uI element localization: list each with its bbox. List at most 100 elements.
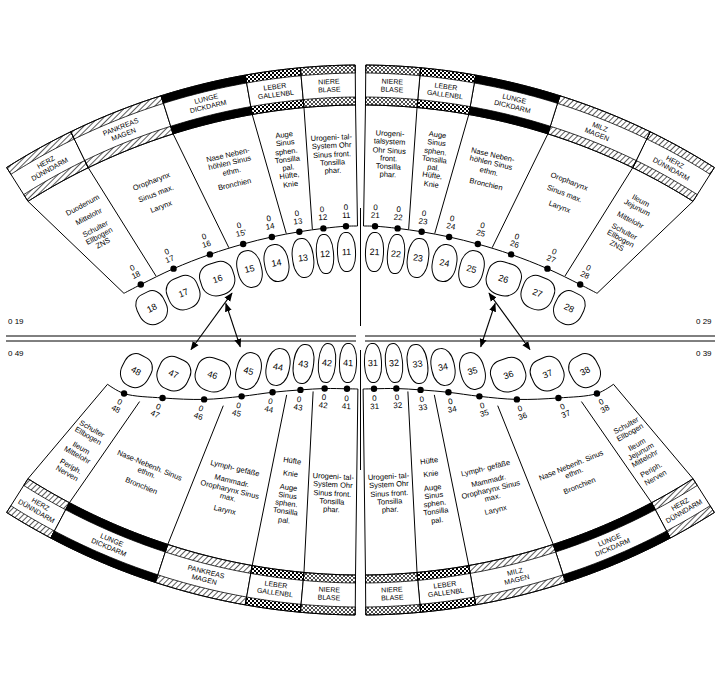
organ-name: MILZ MAGEN: [502, 565, 531, 586]
measuring-point-label: 0 45: [232, 401, 245, 419]
indication-sector: HüfteKnieAuge Sinus sphen. Tonsilla pal.: [269, 456, 306, 527]
tooth-number: 35: [467, 365, 479, 377]
tooth-number: 41: [343, 358, 353, 368]
tooth: 23: [405, 236, 432, 278]
tooth-number: 34: [437, 361, 449, 373]
tooth: 48: [115, 349, 158, 393]
organ-band-outline: [548, 96, 650, 168]
indication-sector: Auge Sinus sphen. Tonsilla pal. Hüfte, K…: [416, 129, 452, 190]
indication-sector: Urogeni- tal-System Ohr Sinus front. Ton…: [310, 133, 354, 176]
indication-text: Auge Sinus sphen. Tonsilla pal.: [418, 482, 452, 527]
indication-sector: OropharynxSinus max.Larynx: [522, 164, 608, 225]
band-strip: [303, 97, 355, 108]
organ-band-outline: [245, 68, 304, 115]
tooth: 41: [338, 343, 357, 384]
tooth: 45: [231, 350, 265, 393]
measuring-point: [594, 390, 600, 396]
band-strip: [245, 68, 301, 83]
tooth-number: 21: [369, 247, 379, 257]
measuring-point-label: 0 46: [193, 404, 207, 422]
measuring-point: [417, 387, 423, 393]
indication-text: Larynx: [464, 499, 528, 522]
measuring-point-label: 0 39: [696, 350, 712, 358]
tooth-number: 15: [243, 263, 255, 275]
sector-divider: [363, 389, 365, 575]
tooth-number: 26: [497, 273, 510, 286]
tooth-number: 28: [562, 301, 575, 314]
measuring-point-label: 0 31: [370, 395, 379, 411]
tooth-number: 36: [502, 368, 515, 381]
measuring-point-label: 0 47: [149, 402, 164, 420]
tooth-number: 43: [298, 358, 309, 369]
organ-band: NIERE BLASE: [304, 74, 353, 98]
band-strip: [420, 597, 476, 612]
measuring-point-label: 0 37: [557, 402, 572, 420]
indication-text: Nase Neben- höhlen Sinus ethm.: [197, 145, 264, 183]
indication-sector: OropharynxSinus max.Larynx: [113, 164, 199, 225]
measuring-point-label: 0 29: [696, 318, 712, 326]
indication-text: Lymph- gefäße: [203, 457, 267, 480]
organ-band: NIERE BLASE: [368, 74, 417, 98]
measuring-point: [121, 390, 127, 396]
measuring-point-label: 0 19: [8, 318, 24, 326]
organ-band-outline: [245, 566, 304, 613]
measuring-point: [446, 234, 452, 240]
band-strip: [365, 97, 417, 108]
tooth-number: 24: [439, 257, 451, 269]
measuring-point-label: 0 36: [515, 404, 529, 422]
measuring-point: [371, 386, 377, 392]
measuring-point: [138, 281, 144, 287]
correspondence-arrow: [226, 304, 240, 347]
measuring-point-label: 0 17: [161, 247, 175, 265]
indication-sector: Nase Nebenh. Sinus ethm.Bronchien: [531, 446, 621, 506]
measuring-point: [394, 225, 400, 231]
tooth: 44: [262, 346, 293, 388]
tooth: 43: [291, 343, 317, 385]
indication-sector: Ileum JejunumMittelohrSchulter Ellbogen …: [596, 188, 660, 260]
band-strip: [366, 604, 421, 615]
indication-sector: Urogeni- talsystem Ohr Sinus front. Tons…: [367, 129, 411, 181]
indication-sector: DuodenumMittelohrSchulter Ellbogen ZNS: [62, 192, 123, 257]
measuring-point: [445, 389, 451, 395]
organ-band-outline: [161, 75, 252, 134]
organ-name: NIERE BLASE: [381, 586, 404, 602]
band-strip: [417, 566, 470, 581]
measuring-point: [344, 386, 350, 392]
organ-name: MILZ MAGEN: [584, 119, 614, 143]
organ-name: LEBER GALLENBL: [256, 81, 294, 101]
midline: [360, 208, 361, 326]
measuring-point: [240, 241, 246, 247]
measuring-point-label: 0 12: [317, 206, 327, 223]
organ-name: NIERE BLASE: [317, 78, 340, 94]
organ-band-outline: [469, 544, 566, 604]
measuring-point: [207, 251, 213, 257]
tooth: 38: [563, 349, 606, 393]
indication-sector: Auge Sinus sphen. Tonsilla pal. Hüfte, K…: [269, 129, 305, 190]
organ-band-outline: [417, 68, 476, 115]
measuring-point: [372, 223, 378, 229]
quadrant: [7, 65, 358, 293]
organ-band-outline: [71, 96, 173, 168]
tooth: 34: [428, 346, 459, 388]
measuring-point: [476, 393, 482, 399]
tooth: 22: [385, 234, 406, 275]
tooth: 32: [384, 342, 405, 383]
indication-sector: Schulter EllbogenIleum MittelohrPeriph. …: [50, 417, 109, 486]
indication-sector: Nase-Nebenh. Sinus ethm.Bronchien: [100, 446, 190, 506]
measuring-point-label: 0 15': [233, 221, 247, 239]
sector-divider: [252, 395, 286, 566]
measuring-point-label: 0 34: [445, 397, 457, 414]
tooth-number: 45: [242, 365, 254, 377]
occlusal-line: [365, 341, 715, 342]
measuring-point-label: 0 14: [264, 215, 276, 232]
organ-band: NIERE BLASE: [304, 582, 353, 606]
quadrant: [363, 384, 714, 615]
organ-band-outline: [300, 65, 355, 108]
measuring-point-label: 0 11: [341, 204, 350, 220]
tooth-number: 33: [411, 358, 422, 369]
indication-text: Urogeni- tal-System Ohr Sinus front. Ton…: [310, 133, 354, 176]
tooth-number: 47: [166, 368, 179, 381]
tooth-number: 17: [177, 286, 190, 299]
indication-text: Hüfte: [415, 456, 444, 468]
